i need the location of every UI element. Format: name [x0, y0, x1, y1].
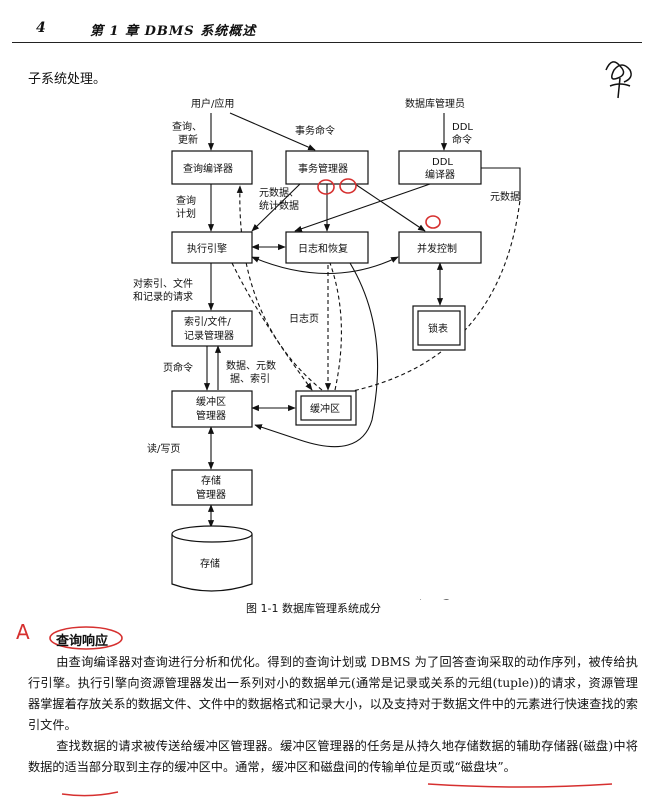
section-title: 查询响应: [56, 634, 109, 649]
label-read-write: 读/写页: [147, 442, 180, 455]
cylinder-storage-label: 存储: [200, 557, 220, 570]
label-data-meta-1: 数据、元数: [226, 359, 276, 372]
arrow-txn-to-concurrency: [354, 183, 426, 232]
box-exec-engine-label: 执行引擎: [187, 242, 227, 255]
label-metadata-stats-1: 元数据、: [259, 186, 299, 199]
label-user-app: 用户/应用: [191, 97, 234, 110]
box-query-compiler-label: 查询编译器: [183, 162, 233, 175]
box-buffer-mgr-label-2: 管理器: [196, 409, 226, 422]
label-ddl-cmd-1: DDL: [452, 122, 473, 133]
arrow-ddl-to-exec: [294, 183, 431, 232]
annotation-circle-3: [425, 215, 441, 229]
header-rule: [12, 42, 642, 43]
box-index-manager: [171, 310, 253, 347]
label-dba: 数据库管理员: [405, 97, 465, 110]
box-concurrency-label: 并发控制: [417, 242, 457, 255]
paragraph-2: 查找数据的请求被传送给缓冲区管理器。缓冲区管理器的任务是从持久地存储数据的辅助存…: [28, 736, 638, 778]
dbms-architecture-diagram: 用户/应用 数据库管理员 查询、 更新 事务命令 DDL 命令 查询编译器 事务…: [133, 97, 521, 600]
label-data-meta-2: 据、索引: [230, 372, 270, 385]
line-ddl-metadata: [481, 167, 521, 200]
label-query-update-2: 更新: [178, 133, 198, 146]
box-storage-mgr-label-1: 存储: [201, 474, 221, 487]
arrow-exec-concurrency: [251, 256, 399, 274]
handwritten-mark-icon: [605, 61, 632, 99]
section-title-circle: [49, 626, 123, 650]
box-lock-table: [417, 310, 461, 346]
dash-buffer-to-ddl: [347, 199, 521, 393]
box-index-label-1: 索引/文件/: [184, 315, 231, 328]
cylinder-storage-top: [171, 525, 253, 543]
box-ddl-compiler: [398, 150, 482, 185]
paragraph-1: 由查询编译器对查询进行分析和优化。得到的查询计划或 DBMS 为了回答查询采取的…: [28, 652, 638, 736]
box-buffers: [300, 395, 352, 421]
label-ddl-cmd-2: 命令: [452, 133, 472, 146]
label-query-update-1: 查询、: [172, 120, 202, 133]
label-txn-command: 事务命令: [295, 124, 335, 137]
box-concurrency: [398, 231, 482, 264]
box-log-recovery-label: 日志和恢复: [298, 242, 348, 255]
label-page-cmd: 页命令: [163, 361, 193, 374]
label-log-pages: 日志页: [289, 312, 319, 325]
paragraph-2-text: 查找数据的请求被传送给缓冲区管理器。缓冲区管理器的任务是从持久地存储数据的辅助存…: [28, 739, 638, 774]
label-index-req-2: 和记录的请求: [133, 290, 193, 303]
page-header: 4 第 1 章 DBMS 系统概述: [12, 14, 642, 43]
box-buffers-label: 缓冲区: [310, 402, 340, 415]
label-metadata: 元数据: [490, 190, 520, 203]
chapter-title: 第 1 章 DBMS 系统概述: [90, 24, 257, 39]
box-buffer-manager: [171, 390, 253, 428]
box-ddl-label-1: DDL: [432, 157, 453, 168]
arrow-user-to-txn: [229, 112, 316, 151]
arrow-log-to-buffer-mgr: [254, 262, 379, 448]
box-query-compiler: [171, 150, 253, 185]
box-lock-table-label: 锁表: [428, 322, 448, 335]
cylinder-storage-body: [171, 534, 253, 592]
label-query-plan-2: 计划: [176, 207, 196, 220]
box-txn-manager: [285, 150, 369, 185]
box-ddl-label-2: 编译器: [425, 168, 455, 181]
annotation-circle-2: [339, 178, 357, 194]
dash-buffer-to-log: [329, 262, 342, 391]
box-storage-manager: [171, 469, 253, 506]
intro-text: 子系统处理。: [28, 72, 107, 87]
dash-buffer-to-compiler: [236, 185, 323, 391]
figure-caption: 图 1-1 数据库管理系统成分: [246, 602, 381, 615]
underline-annotation: [61, 783, 613, 797]
label-index-req-1: 对索引、文件: [133, 277, 193, 290]
section-letter-annotation: A: [16, 620, 30, 644]
arrow-txn-to-exec: [251, 183, 301, 232]
paragraph-1-text: 由查询编译器对查询进行分析和优化。得到的查询计划或 DBMS 为了回答查询采取的…: [28, 655, 638, 732]
annotation-circle-1: [317, 179, 335, 195]
box-storage-mgr-label-2: 管理器: [196, 488, 226, 501]
box-txn-manager-label: 事务管理器: [298, 162, 348, 175]
dash-exec-to-buffers: [231, 262, 313, 391]
box-index-label-2: 记录管理器: [184, 329, 234, 342]
label-metadata-stats-2: 统计数据: [259, 199, 299, 212]
box-buffer-mgr-label-1: 缓冲区: [196, 395, 226, 408]
page-number: 4: [36, 20, 46, 36]
label-query-plan-1: 查询: [176, 194, 196, 207]
